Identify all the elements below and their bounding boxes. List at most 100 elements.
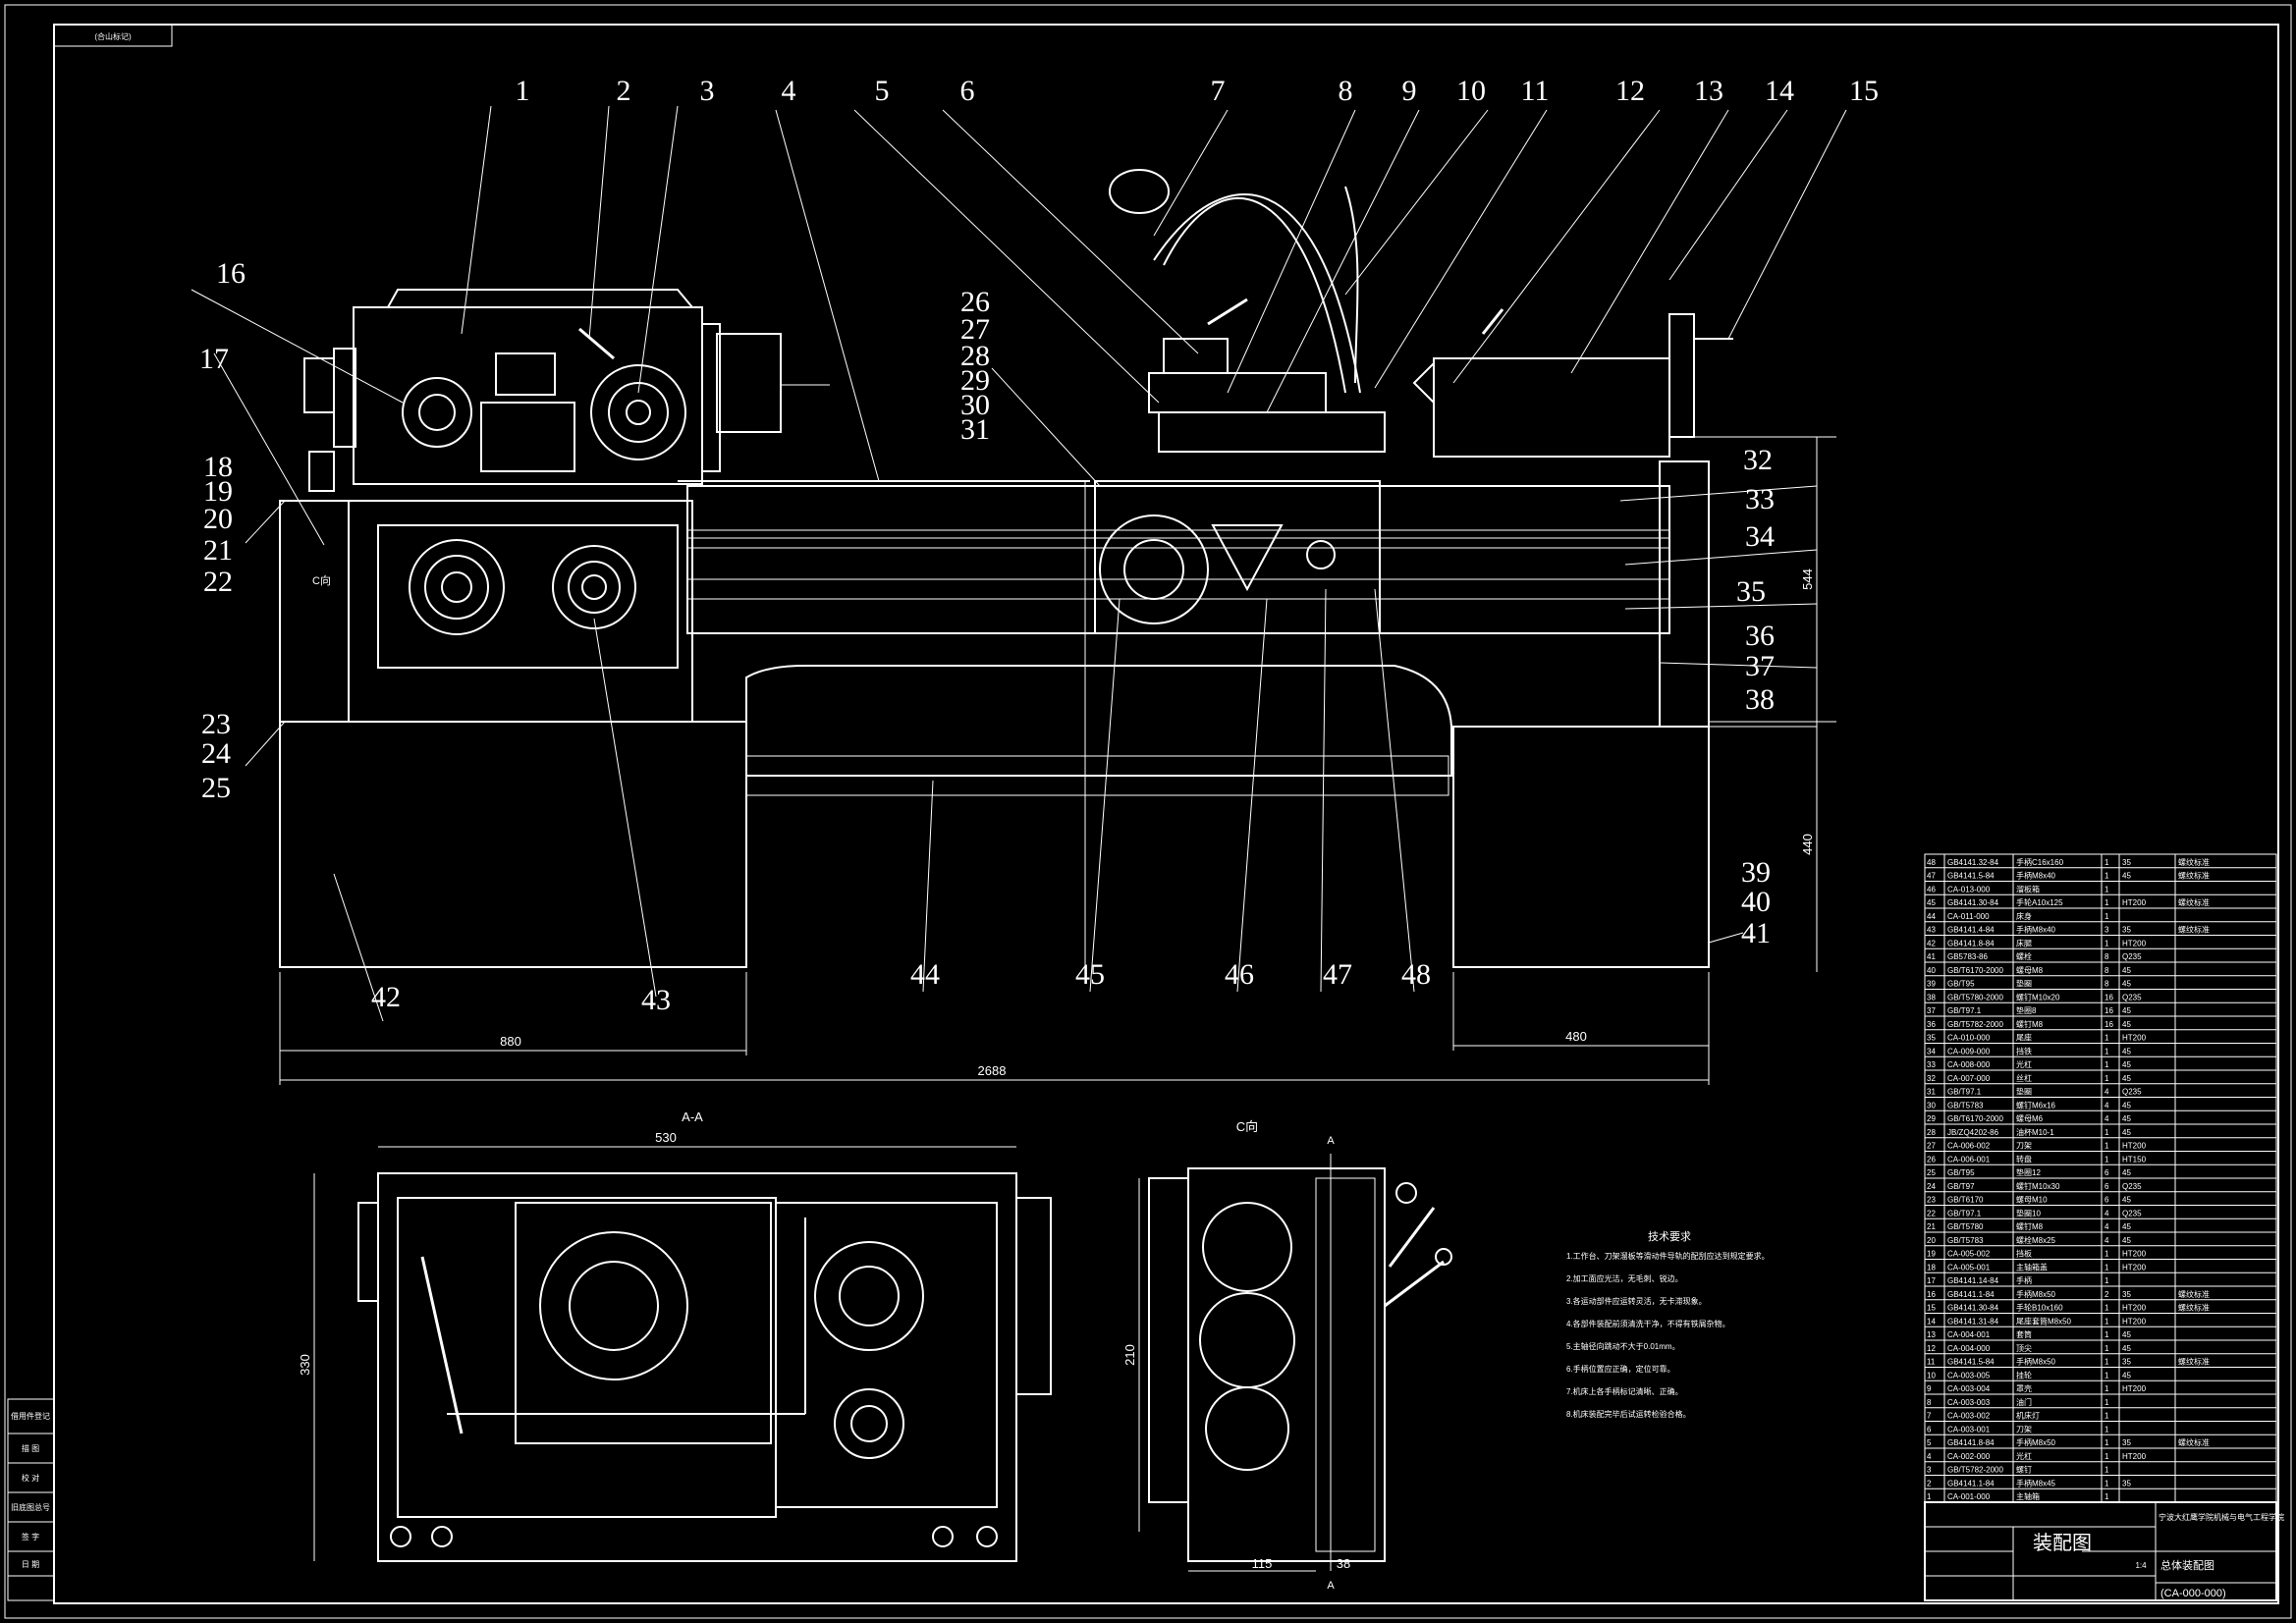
parts-table-cell: GB4141.32-84 (1947, 858, 1999, 867)
tailstock (1433, 357, 1670, 458)
c-view-marker: C向 (312, 573, 331, 587)
tech-line-1: 2.加工面应光洁，无毛刺、锐边。 (1566, 1273, 1683, 1283)
label-11: 11 (1521, 75, 1550, 107)
parts-table-cell: 螺栓M8x25 (2016, 1235, 2056, 1245)
gearbox (348, 500, 693, 723)
chuck (716, 333, 782, 433)
parts-table-cell: 4 (2105, 1114, 2109, 1123)
parts-table-cell: 35 (2122, 858, 2131, 867)
parts-table-cell: 螺栓 (2016, 951, 2032, 961)
parts-table-cell: 9 (1927, 1384, 1932, 1393)
label-7: 7 (1211, 75, 1226, 107)
parts-table-cell: CA-006-002 (1947, 1142, 1991, 1151)
parts-table-cell: 1 (2105, 1344, 2109, 1353)
parts-table-cell: 1 (2105, 1276, 2109, 1285)
label-45: 45 (1075, 958, 1105, 991)
parts-table-cell: 33 (1927, 1060, 1936, 1069)
parts-table-cell: 手柄M8x50 (2016, 1357, 2056, 1367)
parts-table-cell: 1 (2105, 885, 2109, 893)
parts-table-cell: GB/T95 (1947, 980, 1975, 989)
label-33: 33 (1745, 483, 1775, 515)
parts-table-cell: CA-003-002 (1947, 1412, 1991, 1421)
parts-table-cell: 刀架 (2016, 1142, 2032, 1151)
label-29: 29 (960, 364, 990, 397)
label-30: 30 (960, 389, 990, 421)
parts-table-cell: 37 (1927, 1006, 1936, 1015)
parts-table-cell: 14 (1927, 1317, 1936, 1325)
parts-table-cell: 35 (2122, 1290, 2131, 1299)
parts-table-cell: 45 (2122, 1330, 2131, 1339)
parts-table-cell: GB4141.5-84 (1947, 872, 1995, 881)
parts-table-cell: 17 (1927, 1276, 1936, 1285)
inner-border (53, 24, 2279, 1604)
parts-table-cell: 45 (2122, 980, 2131, 989)
parts-table-cell: HT150 (2122, 1155, 2147, 1163)
parts-table-cell: GB/T97.1 (1947, 1209, 1982, 1217)
parts-table-cell: HT200 (2122, 1263, 2147, 1271)
school-name: 宁波大红鹰学院机械与电气工程学院 (2159, 1512, 2284, 1522)
parts-table-cell: 16 (2105, 993, 2113, 1001)
left-pedestal (279, 721, 747, 968)
parts-table-cell: CA-005-001 (1947, 1263, 1991, 1271)
label-32: 32 (1743, 444, 1773, 476)
parts-table-cell: 螺母M8 (2016, 965, 2044, 975)
parts-table-cell: 1 (2105, 1466, 2109, 1475)
balloon-labels: 1 2 3 4 5 6 7 8 9 10 11 12 13 14 15 16 1… (199, 75, 1879, 1016)
parts-table-cell: GB4141.30-84 (1947, 898, 1999, 907)
parts-table-cell: 套筒 (2016, 1329, 2032, 1339)
parts-table-cell: 45 (2122, 1344, 2131, 1353)
parts-table-cell: 垫圈8 (2016, 1005, 2037, 1015)
parts-table-cell: CA-003-001 (1947, 1425, 1991, 1434)
tech-line-6: 7.机床上各手柄标记清晰、正确。 (1566, 1386, 1683, 1396)
parts-table-cell: 螺纹标准 (2178, 1303, 2210, 1313)
title-block: 宁波大红鹰学院机械与电气工程学院 装配图 总体装配图 (CA-000-000) … (1924, 1501, 2284, 1601)
parts-table-cell: 垫圈 (2016, 979, 2032, 989)
parts-table-cell: CA-006-001 (1947, 1155, 1991, 1163)
parts-table-cell: Q235 (2122, 1209, 2142, 1217)
parts-table-cell: CA-004-001 (1947, 1330, 1991, 1339)
label-12: 12 (1615, 75, 1645, 107)
parts-table-cell: 21 (1927, 1222, 1936, 1231)
speed-dial-left (402, 377, 472, 448)
parts-table-cell: 47 (1927, 872, 1936, 881)
parts-table-cell: 1 (2105, 1250, 2109, 1259)
tech-heading: 技术要求 (1648, 1230, 1691, 1243)
parts-table-cell: 8 (2105, 966, 2109, 975)
parts-table-cell: 丝杠 (2016, 1073, 2032, 1083)
drawing-code: (CA-000-000) (2160, 1588, 2226, 1599)
parts-table-cell: 45 (2122, 872, 2131, 881)
parts-table-cell: Q235 (2122, 1182, 2142, 1191)
parts-table-cell: GB4141.8-84 (1947, 1438, 1995, 1447)
tech-line-2: 3.各运动部件应运转灵活，无卡滞现象。 (1566, 1296, 1707, 1306)
parts-table-cell: 1 (2105, 1425, 2109, 1434)
label-43: 43 (641, 984, 671, 1016)
parts-table-cell: 转盘 (2016, 1154, 2032, 1163)
sub-drawing-name: 总体装配图 (2160, 1558, 2214, 1572)
parts-table-cell: 手柄M8x40 (2016, 871, 2056, 881)
parts-table-cell: 27 (1927, 1142, 1936, 1151)
parts-table-cell: 手柄C16x160 (2016, 857, 2064, 867)
label-4: 4 (782, 75, 796, 107)
lamp-arm (1163, 197, 1346, 394)
parts-table-cell: 垫圈 (2016, 1087, 2032, 1097)
parts-table-cell: 45 (2122, 966, 2131, 975)
parts-table-cell: 25 (1927, 1168, 1936, 1177)
parts-table-cell: 4 (2105, 1209, 2109, 1217)
parts-table-cell: 45 (2122, 1006, 2131, 1015)
parts-table-cell: 2 (2105, 1290, 2109, 1299)
label-23: 23 (201, 708, 231, 740)
parts-table-cell: 8 (2105, 980, 2109, 989)
parts-table-cell: 1 (2105, 1384, 2109, 1393)
parts-table-cell: 5 (1927, 1438, 1932, 1447)
parts-table-cell: GB/T5783 (1947, 1236, 1984, 1245)
label-13: 13 (1694, 75, 1723, 107)
chip-pan (745, 665, 1452, 777)
parts-table-cell: 1 (2105, 1371, 2109, 1380)
parts-table-cell: Q235 (2122, 952, 2142, 961)
left-stand (279, 500, 350, 723)
parts-table-cell: 15 (1927, 1304, 1936, 1313)
parts-table-cell: 23 (1927, 1196, 1936, 1205)
parts-table-cell: 48 (1927, 858, 1936, 867)
strip-cell-2: 校 对 (22, 1473, 39, 1483)
cut-mark-top: A (1327, 1135, 1335, 1147)
